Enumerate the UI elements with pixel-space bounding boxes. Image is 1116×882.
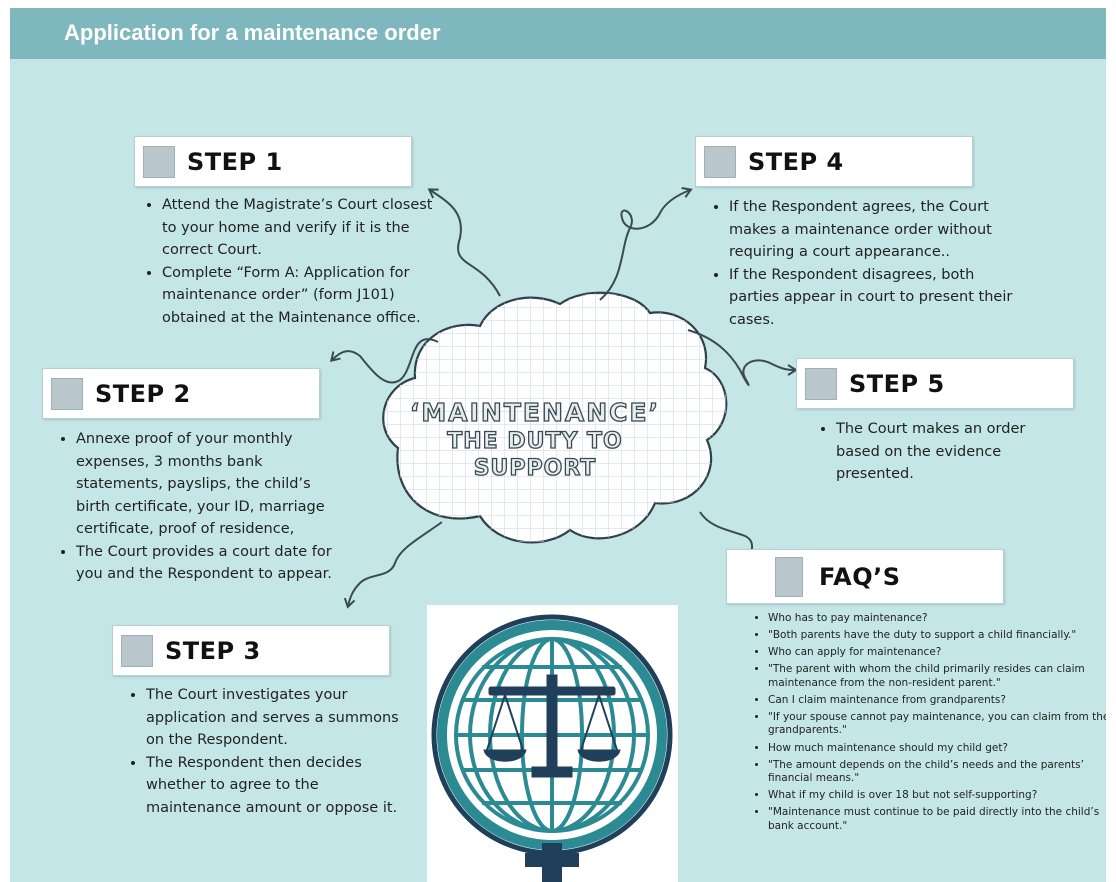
list-item: The Respondent then decides whether to a… xyxy=(146,752,408,820)
step5-label: STEP 5 xyxy=(849,369,945,398)
title-bar: Application for a maintenance order xyxy=(10,8,1106,59)
placeholder-square-icon xyxy=(805,367,837,400)
arrow-to-step3 xyxy=(343,521,443,609)
list-item: How much maintenance should my child get… xyxy=(768,742,1106,756)
list-item: Who can apply for maintenance? xyxy=(768,646,1106,660)
connector-arrows xyxy=(329,186,798,609)
central-heading: ‘Maintenance’ the duty to support xyxy=(390,397,680,482)
step3-box: STEP 3 xyxy=(112,625,390,676)
faq-list: Who has to pay maintenance? "Both parent… xyxy=(752,612,1106,837)
scales-of-justice-globe-logo xyxy=(431,614,673,882)
list-item: Annexe proof of your monthly expenses, 3… xyxy=(76,428,344,541)
step1-list: Attend the Magistrate’s Court closest to… xyxy=(144,194,434,329)
step5-box: STEP 5 xyxy=(796,358,1074,409)
list-item: What if my child is over 18 but not self… xyxy=(768,789,1106,803)
placeholder-square-icon xyxy=(51,377,83,410)
logo-panel xyxy=(427,605,678,882)
placeholder-square-icon xyxy=(704,145,736,178)
list-item: "Maintenance must continue to be paid di… xyxy=(768,806,1106,833)
list-item: "The parent with whom the child primaril… xyxy=(768,663,1106,690)
list-item: If the Respondent disagrees, both partie… xyxy=(729,264,1014,332)
arrow-to-step1 xyxy=(427,188,501,297)
list-item: The Court makes an order based on the ev… xyxy=(836,418,1056,486)
step3-list: The Court investigates your application … xyxy=(128,684,408,819)
list-item: "Both parents have the duty to support a… xyxy=(768,629,1106,643)
step1-box: STEP 1 xyxy=(134,136,412,187)
infographic-canvas: Application for a maintenance order xyxy=(10,8,1106,882)
step4-list: If the Respondent agrees, the Court make… xyxy=(711,196,1014,331)
step2-label: STEP 2 xyxy=(95,379,191,408)
list-item: Complete “Form A: Application for mainte… xyxy=(162,262,434,330)
list-item: "If your spouse cannot pay maintenance, … xyxy=(768,711,1106,738)
list-item: The Court provides a court date for you … xyxy=(76,541,344,586)
list-item: Attend the Magistrate’s Court closest to… xyxy=(162,194,434,262)
faq-label: FAQ’S xyxy=(819,562,901,591)
step1-label: STEP 1 xyxy=(187,147,283,176)
step2-box: STEP 2 xyxy=(42,368,320,419)
arrow-to-step5 xyxy=(687,329,798,386)
placeholder-square-icon xyxy=(775,556,803,597)
central-heading-line3: support xyxy=(473,455,597,481)
central-heading-line1: ‘Maintenance’ xyxy=(409,397,661,427)
step3-label: STEP 3 xyxy=(165,636,261,665)
list-item: Who has to pay maintenance? xyxy=(768,612,1106,626)
faq-box: FAQ’S xyxy=(726,549,1004,604)
placeholder-square-icon xyxy=(143,145,175,178)
step4-box: STEP 4 xyxy=(695,136,973,187)
list-item: "The amount depends on the child’s needs… xyxy=(768,759,1106,786)
list-item: The Court investigates your application … xyxy=(146,684,408,752)
list-item: Can I claim maintenance from grandparent… xyxy=(768,694,1106,708)
cloud-shape xyxy=(382,291,728,544)
page-title: Application for a maintenance order xyxy=(64,20,441,45)
arrow-to-step4 xyxy=(599,186,693,301)
step5-list: The Court makes an order based on the ev… xyxy=(818,418,1056,486)
placeholder-square-icon xyxy=(121,634,153,667)
arrow-to-step2 xyxy=(329,338,439,384)
step2-list: Annexe proof of your monthly expenses, 3… xyxy=(58,428,344,586)
central-heading-line2: the duty to xyxy=(447,428,623,454)
step4-label: STEP 4 xyxy=(748,147,844,176)
list-item: If the Respondent agrees, the Court make… xyxy=(729,196,1014,264)
